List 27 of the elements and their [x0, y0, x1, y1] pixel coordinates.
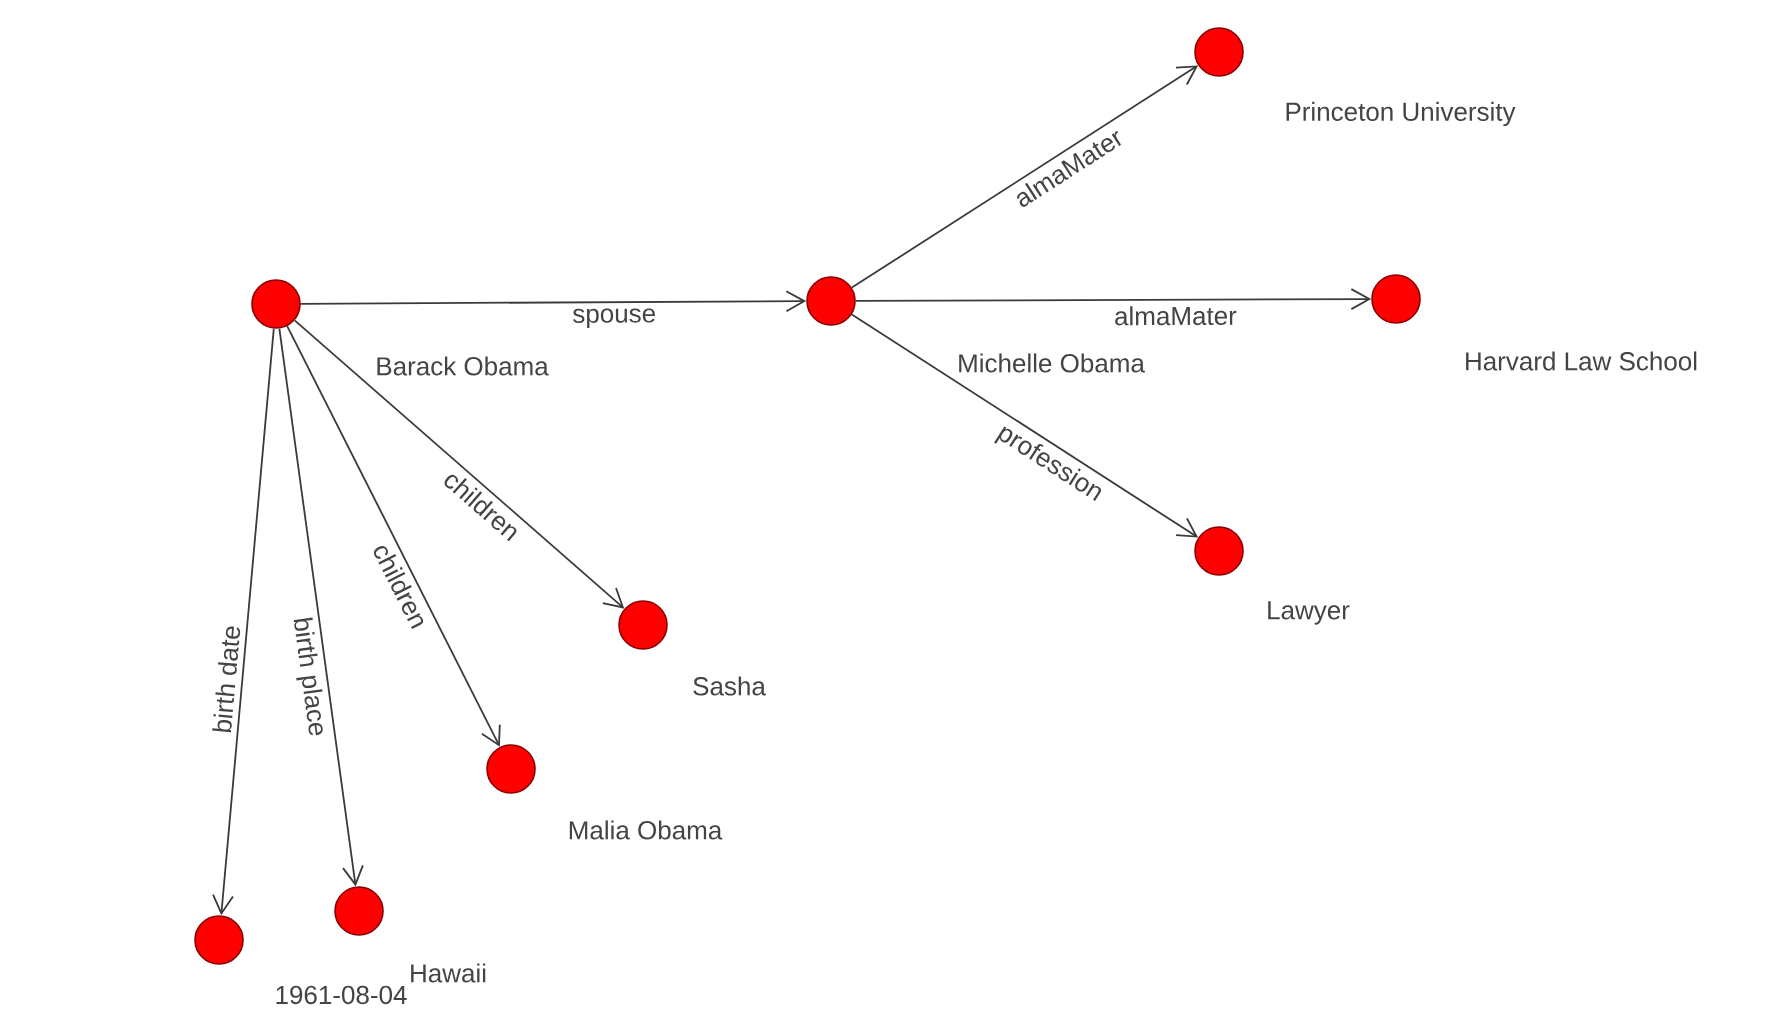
arrow: [286, 325, 501, 747]
node-label: Michelle Obama: [959, 353, 1145, 373]
arrow: [293, 319, 625, 609]
node-label: 1961-08-04: [276, 985, 407, 1005]
node-label: Princeton University: [1286, 101, 1516, 127]
arrow: [851, 65, 1199, 289]
graph-node: Sasha: [618, 600, 766, 696]
graph-node: Harvard Law School: [1371, 274, 1697, 371]
edge-label: spouse: [573, 308, 655, 329]
node-label: Hawaii: [411, 963, 486, 983]
node-label: Malia Obama: [569, 820, 723, 840]
node-label: Sasha: [693, 676, 766, 696]
graph-node: Lawyer: [1194, 526, 1350, 625]
arrow: [854, 288, 1372, 311]
edge-label: birth date: [212, 626, 241, 733]
node-label: Lawyer: [1268, 601, 1350, 625]
arrow: [850, 313, 1199, 538]
graph-node: Barack Obama: [251, 279, 549, 376]
node-label: Barack Obama: [377, 356, 549, 376]
edge-label: birth place: [293, 617, 323, 736]
arrow: [299, 290, 807, 313]
node-label: Harvard Law School: [1466, 351, 1697, 371]
arrow: [278, 327, 364, 887]
graph-node: Malia Obama: [486, 744, 723, 840]
edge-label: almaMater: [1115, 306, 1237, 326]
arrow: [212, 327, 275, 916]
graph-node: Princeton University: [1194, 27, 1516, 127]
